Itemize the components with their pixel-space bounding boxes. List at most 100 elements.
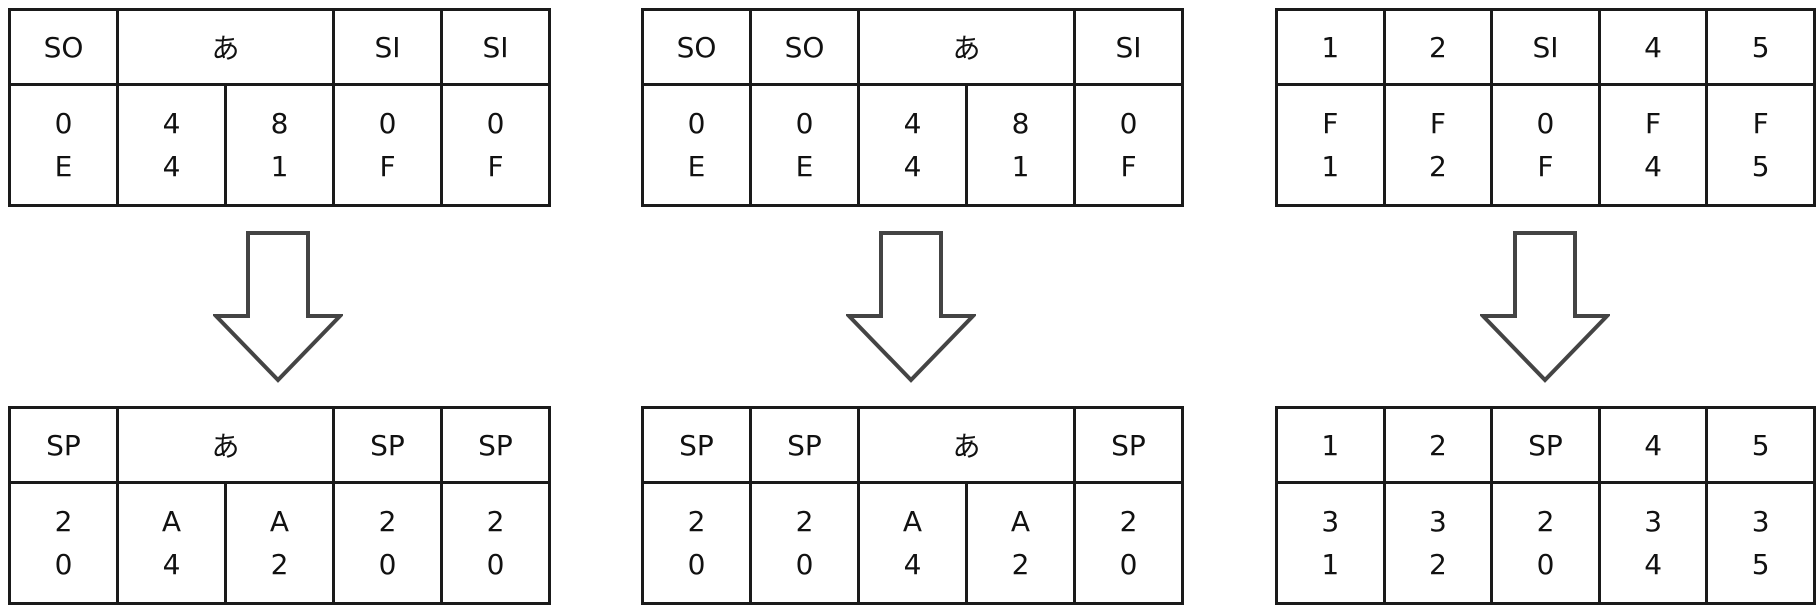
hex-low-digit: 0 bbox=[1536, 548, 1555, 581]
header-cell: SP bbox=[749, 406, 860, 484]
hex-high-digit: 3 bbox=[1321, 505, 1340, 538]
header-cell: SI bbox=[440, 8, 551, 86]
hex-low-digit: 4 bbox=[162, 150, 181, 183]
header-cell: 4 bbox=[1597, 406, 1709, 484]
hex-low-digit: 2 bbox=[1428, 150, 1447, 183]
hex-low-digit: 4 bbox=[1644, 150, 1662, 183]
header-cell: あ bbox=[116, 8, 335, 86]
hex-low-digit: 2 bbox=[270, 548, 289, 581]
hex-high-digit: 0 bbox=[378, 107, 397, 140]
header-cell: 2 bbox=[1382, 406, 1494, 484]
hex-high-digit: 3 bbox=[1751, 505, 1770, 538]
hex-low-digit: 0 bbox=[687, 548, 706, 581]
hex-low-digit: 1 bbox=[1321, 150, 1340, 183]
hex-high-digit: F bbox=[1322, 107, 1339, 140]
hex-low-digit: 0 bbox=[486, 548, 505, 581]
header-cell: SP bbox=[440, 406, 551, 484]
header-cell: SI bbox=[332, 8, 443, 86]
hex-high-digit: 0 bbox=[687, 107, 706, 140]
hex-high-digit: A bbox=[902, 505, 923, 538]
hex-high-digit: 3 bbox=[1428, 505, 1447, 538]
hex-high-digit: 2 bbox=[54, 505, 73, 538]
hex-low-digit: F bbox=[379, 150, 396, 183]
hex-high-digit: 4 bbox=[903, 107, 922, 140]
hex-low-digit: 4 bbox=[1644, 548, 1663, 581]
hex-low-digit: 5 bbox=[1751, 150, 1770, 183]
hex-high-digit: 0 bbox=[1536, 107, 1555, 140]
header-cell: SP bbox=[332, 406, 443, 484]
hex-high-digit: 2 bbox=[1119, 505, 1138, 538]
header-cell: あ bbox=[857, 8, 1076, 86]
hex-high-digit: 8 bbox=[270, 107, 289, 140]
header-cell: SP bbox=[1073, 406, 1184, 484]
header-cell: 1 bbox=[1275, 406, 1386, 484]
hex-low-digit: F bbox=[1537, 150, 1554, 183]
header-cell: SI bbox=[1490, 8, 1601, 86]
header-cell: SP bbox=[8, 406, 119, 484]
down-arrow-icon bbox=[846, 231, 976, 383]
hex-low-digit: 0 bbox=[378, 548, 397, 581]
hex-low-digit: 4 bbox=[162, 548, 181, 581]
hex-low-digit: 0 bbox=[1119, 548, 1138, 581]
hex-high-digit: 0 bbox=[54, 107, 73, 140]
hex-low-digit: F bbox=[487, 150, 504, 183]
hex-high-digit: 8 bbox=[1011, 107, 1030, 140]
hex-high-digit: A bbox=[161, 505, 182, 538]
hex-high-digit: 0 bbox=[1119, 107, 1138, 140]
hex-high-digit: 2 bbox=[687, 505, 706, 538]
hex-low-digit: 5 bbox=[1751, 548, 1770, 581]
hex-low-digit: E bbox=[795, 150, 814, 183]
header-cell: 2 bbox=[1382, 8, 1494, 86]
hex-low-digit: 4 bbox=[903, 150, 922, 183]
header-cell: 4 bbox=[1597, 8, 1709, 86]
header-cell: 1 bbox=[1275, 8, 1386, 86]
hex-high-digit: 4 bbox=[162, 107, 181, 140]
header-cell: 5 bbox=[1705, 406, 1816, 484]
hex-low-digit: 4 bbox=[903, 548, 922, 581]
hex-high-digit: F bbox=[1752, 107, 1769, 140]
hex-low-digit: 0 bbox=[54, 548, 73, 581]
header-cell: SO bbox=[641, 8, 752, 86]
hex-low-digit: 1 bbox=[270, 150, 289, 183]
hex-high-digit: 0 bbox=[486, 107, 505, 140]
header-cell: あ bbox=[116, 406, 335, 484]
hex-high-digit: F bbox=[1429, 107, 1446, 140]
header-cell: あ bbox=[857, 406, 1076, 484]
hex-high-digit: A bbox=[269, 505, 290, 538]
hex-low-digit: 1 bbox=[1321, 548, 1340, 581]
hex-high-digit: F bbox=[1645, 107, 1662, 140]
hex-low-digit: 1 bbox=[1011, 150, 1030, 183]
header-cell: SO bbox=[8, 8, 119, 86]
hex-high-digit: 2 bbox=[795, 505, 814, 538]
header-cell: SO bbox=[749, 8, 860, 86]
hex-high-digit: 3 bbox=[1644, 505, 1663, 538]
hex-low-digit: 2 bbox=[1428, 548, 1447, 581]
hex-low-digit: 2 bbox=[1011, 548, 1030, 581]
down-arrow-icon bbox=[1480, 231, 1610, 383]
hex-low-digit: E bbox=[687, 150, 706, 183]
